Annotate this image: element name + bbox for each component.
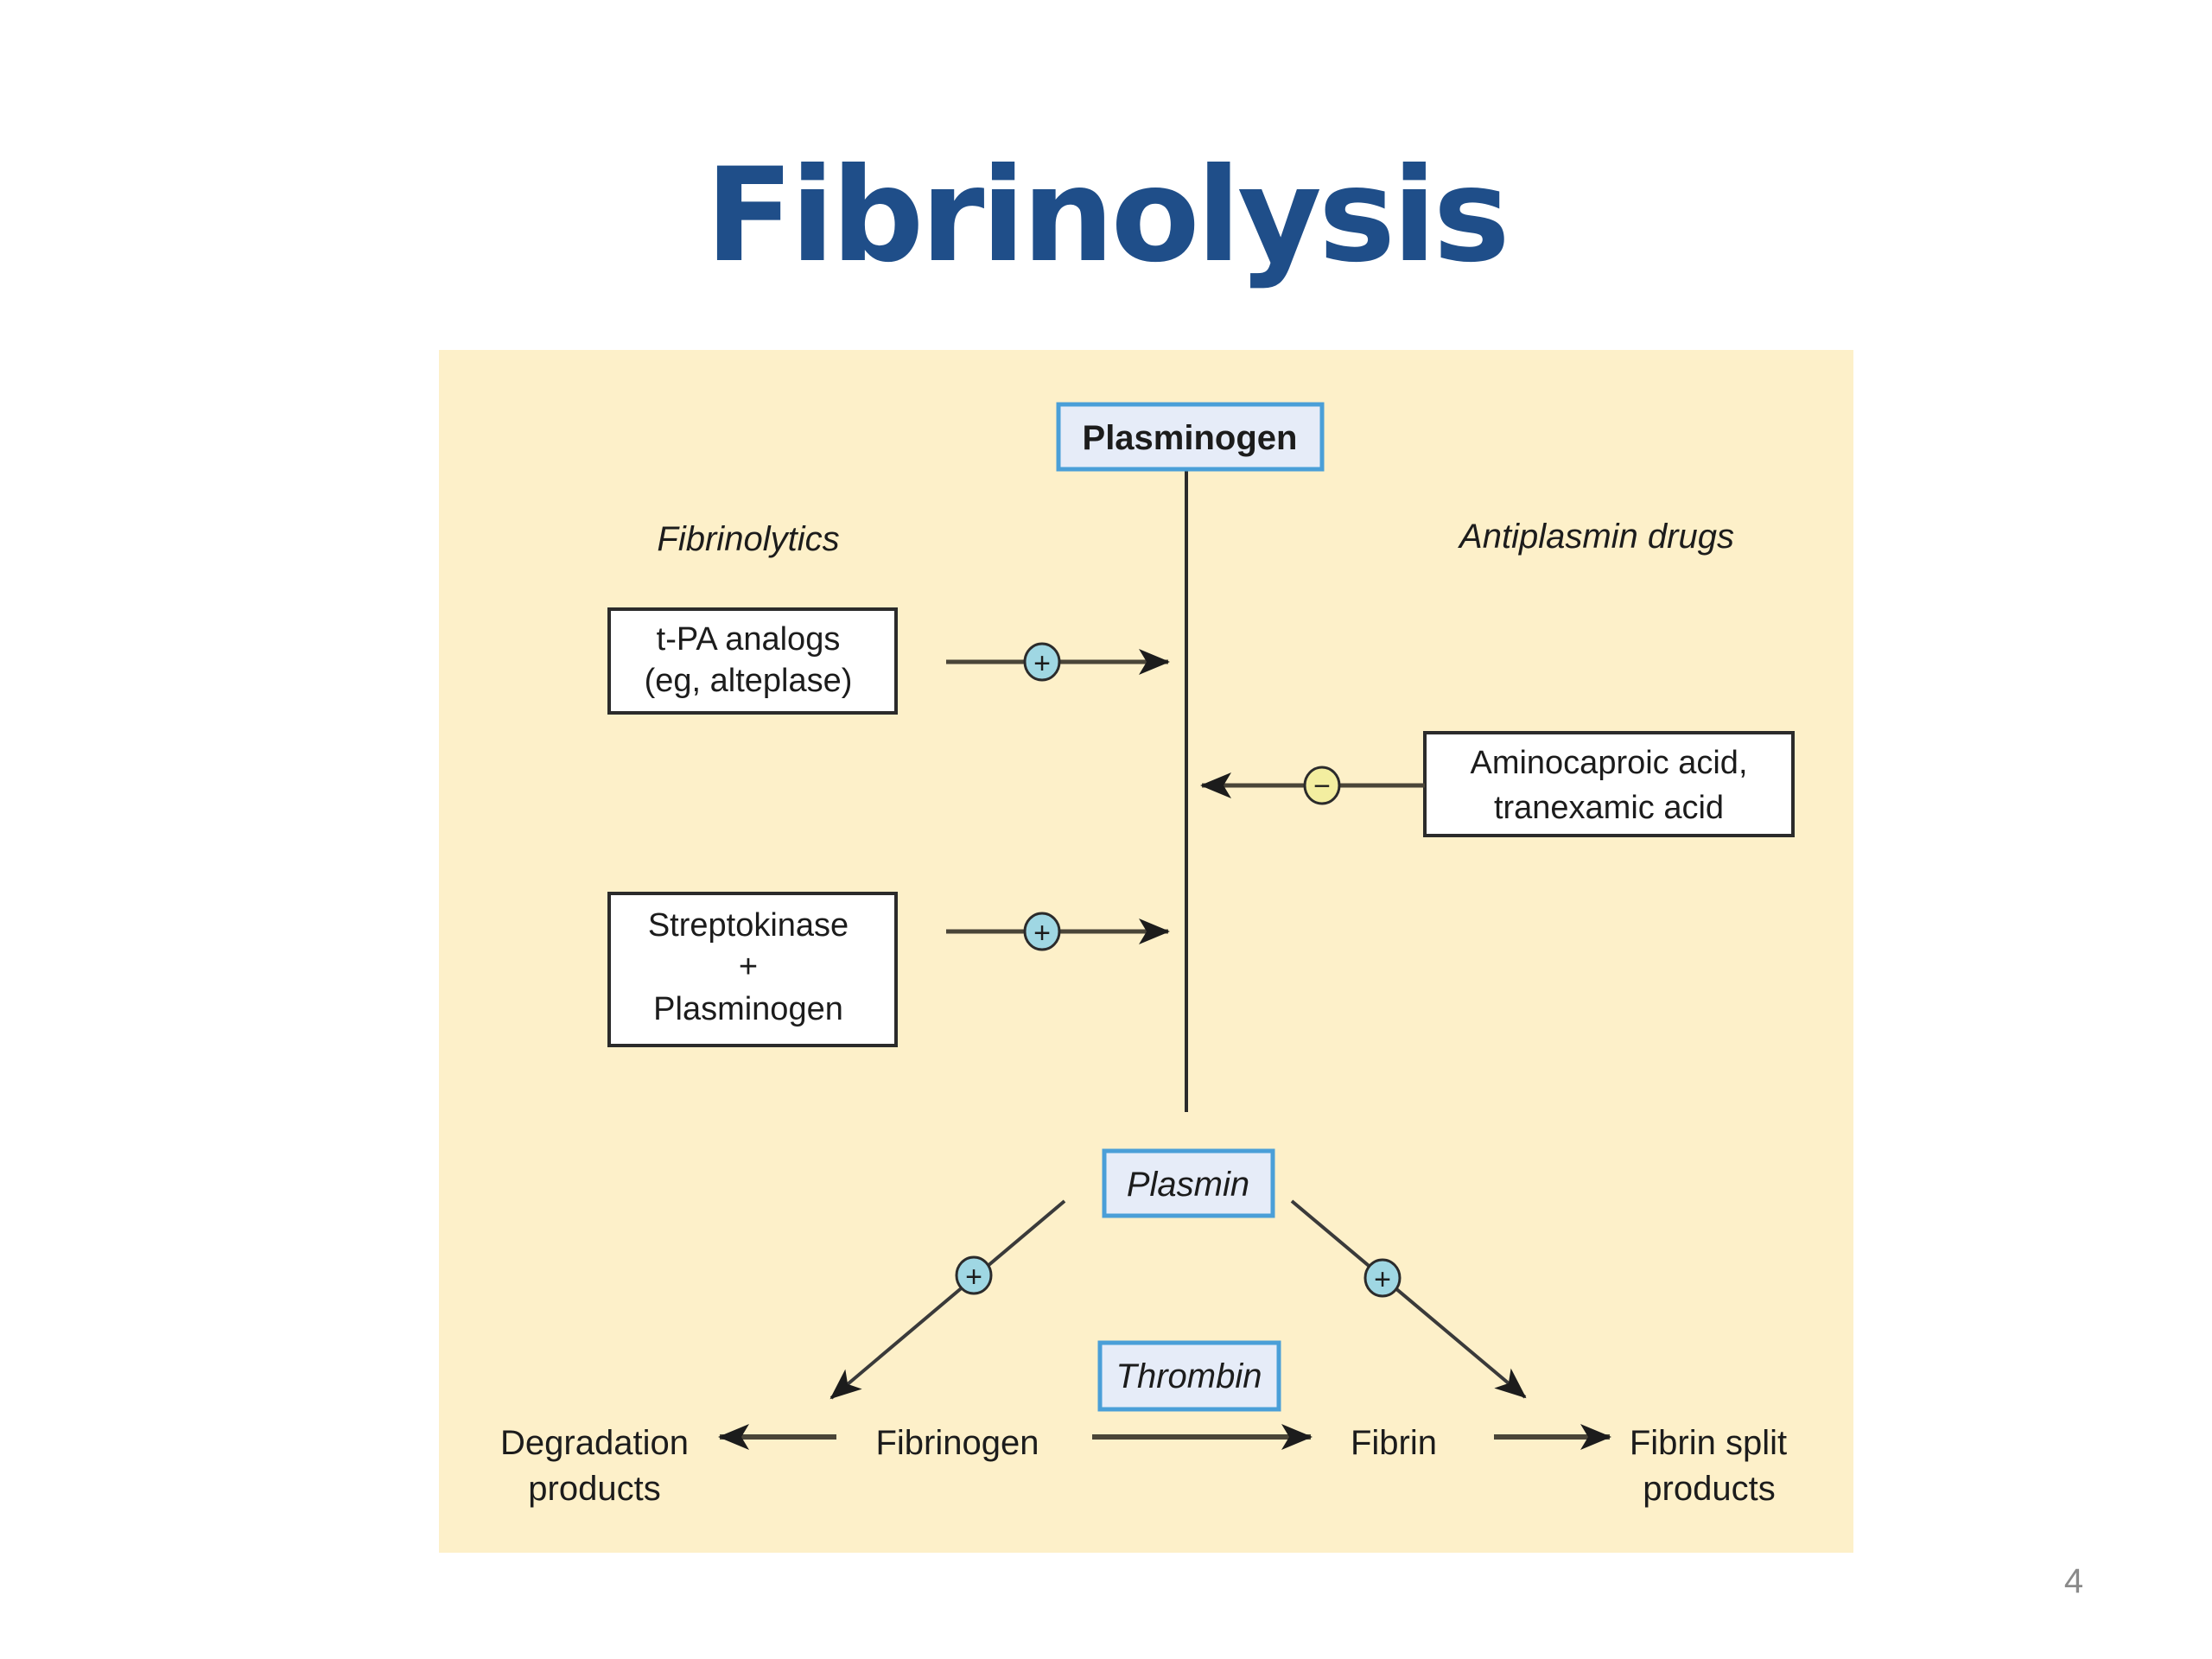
svg-text:−: − — [1313, 770, 1331, 803]
svg-text:+: + — [1374, 1263, 1391, 1296]
fibrin-split-label-line2: products — [1643, 1470, 1775, 1508]
stimulate-icon: + — [1023, 642, 1061, 682]
streptokinase-label-line3: Plasminogen — [653, 991, 843, 1027]
plasminogen-label: Plasminogen — [1083, 419, 1298, 457]
page-number: 4 — [2063, 1562, 2084, 1600]
antifibrinolytic-node: Aminocaproic acid, tranexamic acid — [1423, 731, 1795, 837]
antifibrinolytic-label-line1: Aminocaproic acid, — [1470, 745, 1747, 781]
svg-text:+: + — [1033, 917, 1051, 950]
svg-text:+: + — [1033, 647, 1051, 680]
antiplasmin-label: Antiplasmin drugs — [1458, 518, 1734, 556]
streptokinase-node: Streptokinase + Plasminogen — [607, 892, 898, 1047]
fibrinolytics-label: Fibrinolytics — [657, 520, 839, 558]
plasminogen-node: Plasminogen — [1056, 402, 1325, 472]
fibrin-label: Fibrin — [1351, 1424, 1437, 1462]
degradation-label-line2: products — [528, 1470, 660, 1508]
antifibrinolytic-label-line2: tranexamic acid — [1494, 790, 1724, 826]
tpa-label-line1: t-PA analogs — [657, 621, 841, 658]
degradation-label-line1: Degradation — [500, 1424, 689, 1462]
fibrin-split-label-line1: Fibrin split — [1630, 1424, 1787, 1462]
stimulate-icon: + — [1363, 1258, 1402, 1298]
thrombin-label: Thrombin — [1116, 1357, 1262, 1395]
plasmin-label: Plasmin — [1127, 1166, 1249, 1204]
svg-text:+: + — [965, 1261, 982, 1294]
plasmin-node: Plasmin — [1102, 1148, 1275, 1218]
inhibit-icon: − — [1303, 766, 1341, 805]
stimulate-icon: + — [955, 1255, 993, 1295]
stimulate-icon: + — [1023, 912, 1061, 951]
tpa-node: t-PA analogs (eg, alteplase) — [607, 607, 898, 715]
streptokinase-label-line1: Streptokinase — [648, 907, 849, 944]
streptokinase-label-line2: + — [739, 949, 758, 985]
fibrinogen-label: Fibrinogen — [875, 1424, 1039, 1462]
thrombin-node: Thrombin — [1097, 1340, 1281, 1412]
plasmin-to-fibrinogen-arrow — [830, 1199, 1066, 1400]
tpa-label-line2: (eg, alteplase) — [645, 663, 853, 699]
plasmin-to-fibrin-arrow — [1290, 1199, 1527, 1399]
slide-title: Fibrinolysis — [705, 141, 1510, 291]
